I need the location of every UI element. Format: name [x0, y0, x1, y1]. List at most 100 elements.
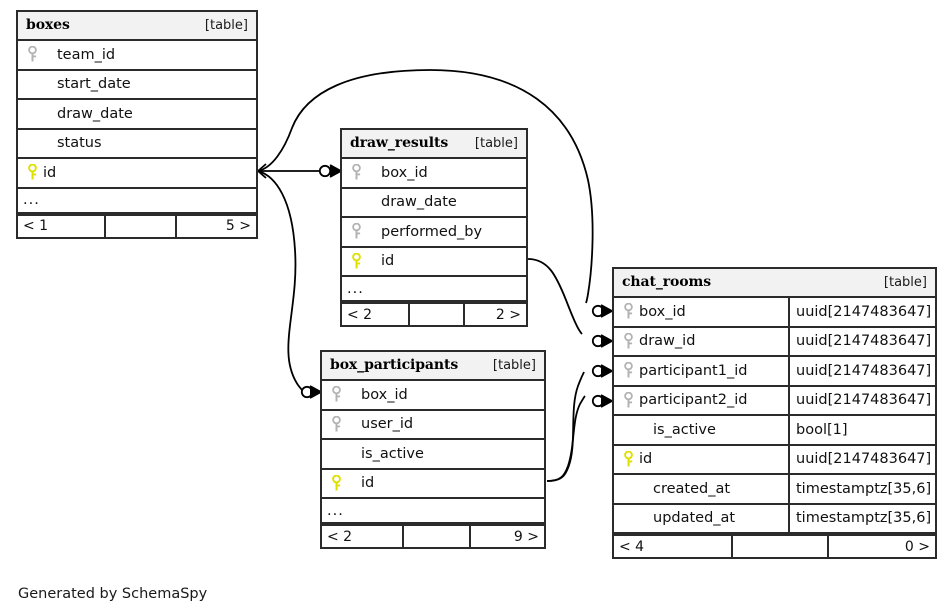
footer-children-count[interactable]: 2 > [495, 306, 521, 323]
primary-key-icon [24, 164, 41, 182]
edge-boxes-id-to-box-participants-box-id [257, 170, 322, 399]
table-type-tag: [table] [883, 274, 927, 290]
column-name: id [381, 253, 395, 270]
no-key-icon [24, 105, 41, 123]
column-type: timestamptz[35,6] [796, 510, 932, 527]
column-type: uuid[2147483647] [796, 451, 932, 468]
table-row[interactable]: draw_id uuid[2147483647] [614, 327, 935, 357]
edge-boxes-id-to-draw-results-box-id [258, 164, 342, 178]
column-type: bool[1] [796, 421, 848, 438]
table-draw-results[interactable]: draw_results [table] box_id draw_date [340, 128, 528, 327]
table-header-draw-results: draw_results [table] [342, 130, 526, 159]
column-name: created_at [653, 480, 731, 497]
table-row[interactable]: id [18, 159, 256, 189]
column-name: box_id [361, 386, 408, 403]
foreign-key-icon [620, 391, 637, 409]
column-type: timestamptz[35,6] [796, 480, 932, 497]
no-key-icon [24, 75, 41, 93]
footer-children-count[interactable]: 5 > [225, 218, 251, 234]
table-row[interactable]: box_id [342, 159, 526, 189]
column-name: draw_date [381, 194, 457, 211]
foreign-key-icon [328, 415, 345, 433]
footer-middle [733, 536, 830, 557]
footer-parents-count[interactable]: < 4 [614, 536, 733, 557]
table-row[interactable]: is_active bool[1] [614, 416, 935, 446]
column-name: participant1_id [639, 362, 748, 379]
column-name: draw_id [639, 333, 696, 350]
table-row[interactable]: box_id [322, 381, 544, 411]
foreign-key-icon [328, 386, 345, 404]
table-row-more: ... [18, 189, 256, 214]
table-row-more: ... [322, 499, 544, 524]
table-row[interactable]: team_id [18, 41, 256, 71]
column-name: participant2_id [639, 392, 748, 409]
edge-fanout-boxes-id [257, 163, 267, 179]
footer-middle [106, 215, 178, 237]
no-key-icon [328, 445, 345, 463]
no-key-icon [348, 193, 365, 211]
column-type: uuid[2147483647] [796, 362, 932, 379]
edge-draw-results-id-to-chat-rooms-draw-id [527, 258, 613, 348]
table-title: boxes [26, 17, 70, 33]
no-key-icon [620, 480, 637, 498]
column-name: id [361, 475, 375, 492]
column-name: user_id [361, 416, 414, 433]
table-row[interactable]: draw_date [18, 100, 256, 130]
table-chat-rooms[interactable]: chat_rooms [table] box_id uuid[214748364… [612, 267, 937, 559]
table-title: draw_results [350, 135, 449, 151]
foreign-key-icon [24, 46, 41, 64]
column-name: team_id [57, 46, 116, 63]
footer-children-count[interactable]: 9 > [513, 528, 539, 545]
table-footer: < 2 9 > [322, 524, 544, 547]
column-name: box_id [381, 164, 428, 181]
edge-box-participants-id-to-chat-rooms-participant2-id [546, 394, 613, 482]
footer-children-count[interactable]: 0 > [904, 538, 930, 555]
table-row[interactable]: draw_date [342, 189, 526, 218]
table-row[interactable]: start_date [18, 71, 256, 100]
primary-key-icon [328, 474, 345, 492]
more-columns-indicator: ... [327, 502, 344, 519]
table-row[interactable]: box_id uuid[2147483647] [614, 298, 935, 328]
table-footer: < 4 0 > [614, 534, 935, 557]
table-footer: < 1 5 > [18, 213, 256, 237]
column-name: id [639, 451, 653, 468]
foreign-key-icon [620, 362, 637, 380]
generated-by-label: Generated by SchemaSpy [18, 586, 208, 602]
table-row[interactable]: id [322, 470, 544, 499]
table-row-more: ... [342, 277, 526, 302]
table-row[interactable]: performed_by [342, 218, 526, 248]
table-header-chat-rooms: chat_rooms [table] [614, 269, 935, 298]
table-row[interactable]: created_at timestamptz[35,6] [614, 475, 935, 505]
table-row[interactable]: participant1_id uuid[2147483647] [614, 357, 935, 387]
table-row[interactable]: user_id [322, 411, 544, 440]
column-name: is_active [361, 445, 424, 462]
footer-parents-count[interactable]: < 1 [18, 215, 107, 237]
table-row[interactable]: updated_at timestamptz[35,6] [614, 504, 935, 534]
table-row[interactable]: participant2_id uuid[2147483647] [614, 386, 935, 416]
column-type: uuid[2147483647] [796, 333, 932, 350]
table-row[interactable]: status [18, 130, 256, 159]
table-title: box_participants [330, 357, 459, 373]
more-columns-indicator: ... [23, 192, 40, 208]
foreign-key-icon [348, 223, 365, 241]
table-type-tag: [table] [474, 135, 518, 151]
edge-box-participants-id-to-chat-rooms-participant1-id [546, 364, 613, 482]
table-header-boxes: boxes [table] [18, 12, 256, 41]
footer-parents-count[interactable]: < 2 [342, 304, 411, 325]
table-row[interactable]: id [342, 248, 526, 277]
column-name: draw_date [57, 105, 133, 122]
column-name: box_id [639, 303, 686, 320]
column-name: updated_at [653, 510, 736, 527]
column-name: status [57, 135, 102, 152]
table-footer: < 2 2 > [342, 302, 526, 325]
footer-parents-count[interactable]: < 2 [322, 526, 405, 547]
column-name: is_active [653, 421, 716, 438]
column-type: uuid[2147483647] [796, 392, 932, 409]
column-name: id [43, 164, 57, 181]
foreign-key-icon [620, 332, 637, 350]
table-box-participants[interactable]: box_participants [table] box_id user_id [320, 350, 546, 549]
table-row[interactable]: id uuid[2147483647] [614, 445, 935, 475]
table-row[interactable]: is_active [322, 440, 544, 470]
table-header-box-participants: box_participants [table] [322, 352, 544, 381]
table-boxes[interactable]: boxes [table] team_id start_date draw_da… [16, 10, 258, 239]
